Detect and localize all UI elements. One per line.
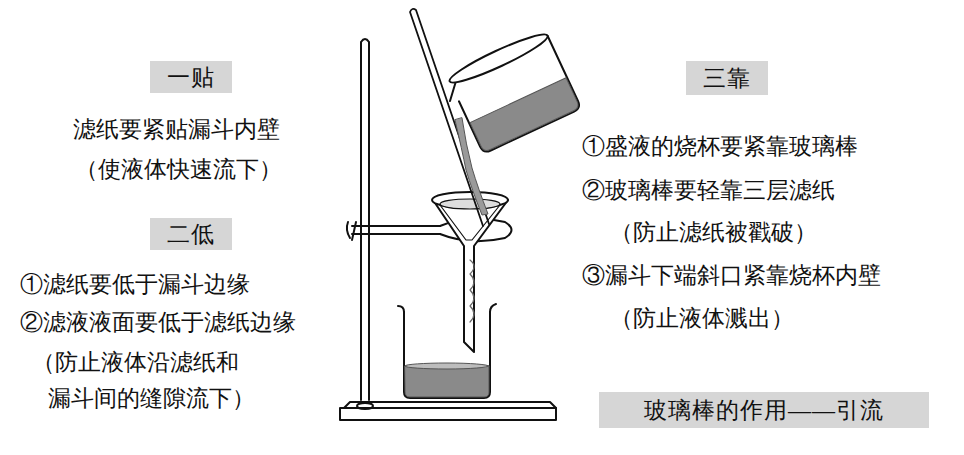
stand-rod: [361, 39, 369, 400]
heading-box: 一贴: [150, 61, 232, 93]
heading-box: 二低: [150, 218, 232, 250]
heading-text: 一贴: [167, 62, 215, 93]
heading-box: 玻璃棒的作用——引流: [599, 392, 929, 428]
note-text: ①滤纸要低于漏斗边缘: [20, 272, 250, 298]
note-text: 滤纸要紧贴漏斗内壁: [73, 117, 280, 143]
heading-text: 二低: [167, 219, 215, 250]
note-text: （防止液体溅出）: [610, 306, 794, 332]
note-text: ②玻璃棒要轻靠三层滤纸: [582, 178, 835, 204]
funnel: [432, 192, 508, 352]
note-text: （防止液体沿滤纸和: [32, 350, 239, 376]
note-text: ③漏斗下端斜口紧靠烧杯内壁: [582, 263, 881, 289]
note-text: ②滤液液面要低于滤纸边缘: [20, 310, 296, 336]
heading-text: 三靠: [703, 63, 751, 94]
heading-text: 玻璃棒的作用——引流: [644, 395, 884, 426]
note-text: ①盛液的烧杯要紧靠玻璃棒: [582, 134, 858, 160]
note-text: （使液体快速流下）: [75, 157, 282, 183]
ring-clamp: [352, 226, 440, 234]
heading-box: 三靠: [686, 61, 768, 95]
pouring-beaker: [439, 28, 581, 157]
note-text: （防止滤纸被戳破）: [610, 220, 817, 246]
stand-base: [340, 408, 556, 420]
receiving-beaker: [398, 304, 496, 398]
note-text: 漏斗间的缝隙流下）: [48, 386, 255, 412]
